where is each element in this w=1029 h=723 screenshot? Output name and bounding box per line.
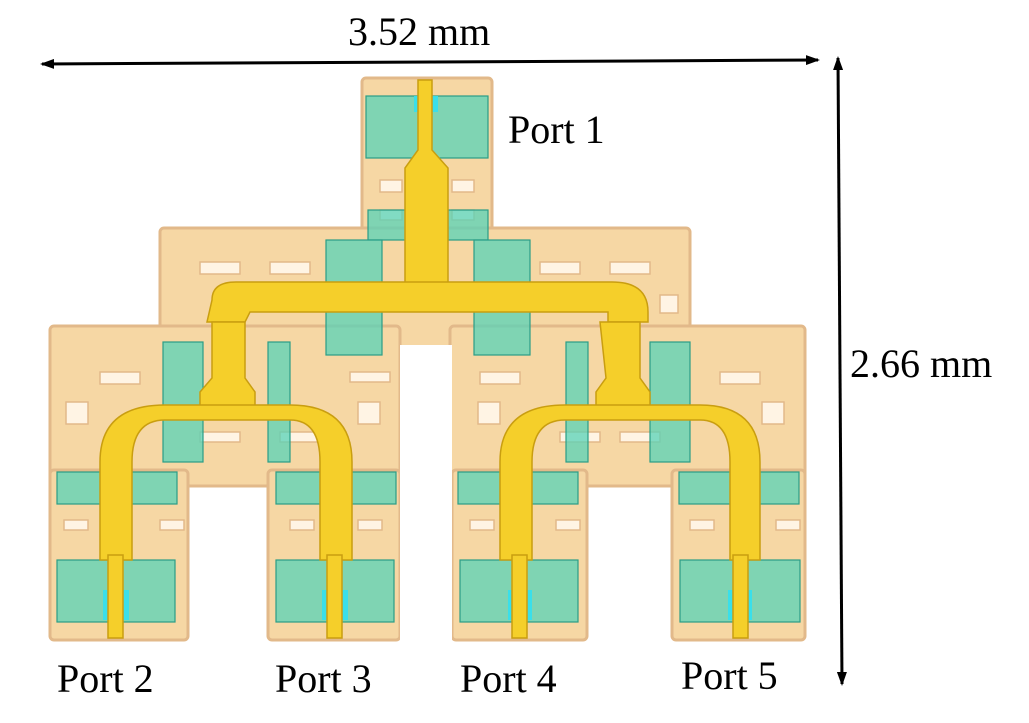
slot-cutout [659,294,679,314]
port-5-label: Port 5 [681,653,778,698]
slot-cutout [379,179,403,193]
trace-port2-feed [107,554,124,639]
slot-cutout [761,401,785,425]
slot-cutout [357,519,383,531]
trace-port4-feed [511,554,528,639]
slot-cutout [99,371,141,385]
slot-cutout [775,519,801,531]
slot-cutout [63,519,89,531]
slot-cutout [269,261,311,275]
slot-cutout [555,519,581,531]
slot-cutout [609,261,651,275]
trace-port3-feed [326,554,343,639]
slot-cutout [689,519,715,531]
trace-right-branch [499,404,761,561]
slot-cutout [469,519,495,531]
via-pad [447,209,489,241]
trace-top-bus [206,281,649,323]
port-4-label: Port 4 [460,656,557,701]
slot-cutout [349,371,391,383]
slot-cutout [289,519,315,531]
via-pad [162,341,204,463]
width-dimension-arrow [40,55,820,69]
width-dimension-label: 3.52 mm [348,9,491,54]
height-dimension-arrow [833,56,847,686]
via-pad [267,341,291,463]
slot-cutout [159,519,185,531]
slot-cutout [65,401,89,425]
trace-left-branch [99,404,353,561]
slot-cutout [539,261,581,275]
slot-cutout [719,371,761,385]
via-pad [565,341,589,463]
port-1-label: Port 1 [508,107,605,152]
port-2-label: Port 2 [57,656,154,701]
via-pad [367,209,409,241]
microstrip-traces [99,79,761,639]
trace-port5-feed [732,554,749,639]
slot-cutout [477,401,501,425]
port-3-label: Port 3 [275,656,372,701]
height-dimension-label: 2.66 mm [850,341,993,386]
slot-cutout [357,401,381,425]
substrate-center-gap [400,345,452,645]
slot-cutout [199,261,241,275]
slot-cutout [199,431,241,443]
slot-cutout [479,371,521,385]
slot-cutout [451,179,475,193]
via-pad [649,341,691,463]
